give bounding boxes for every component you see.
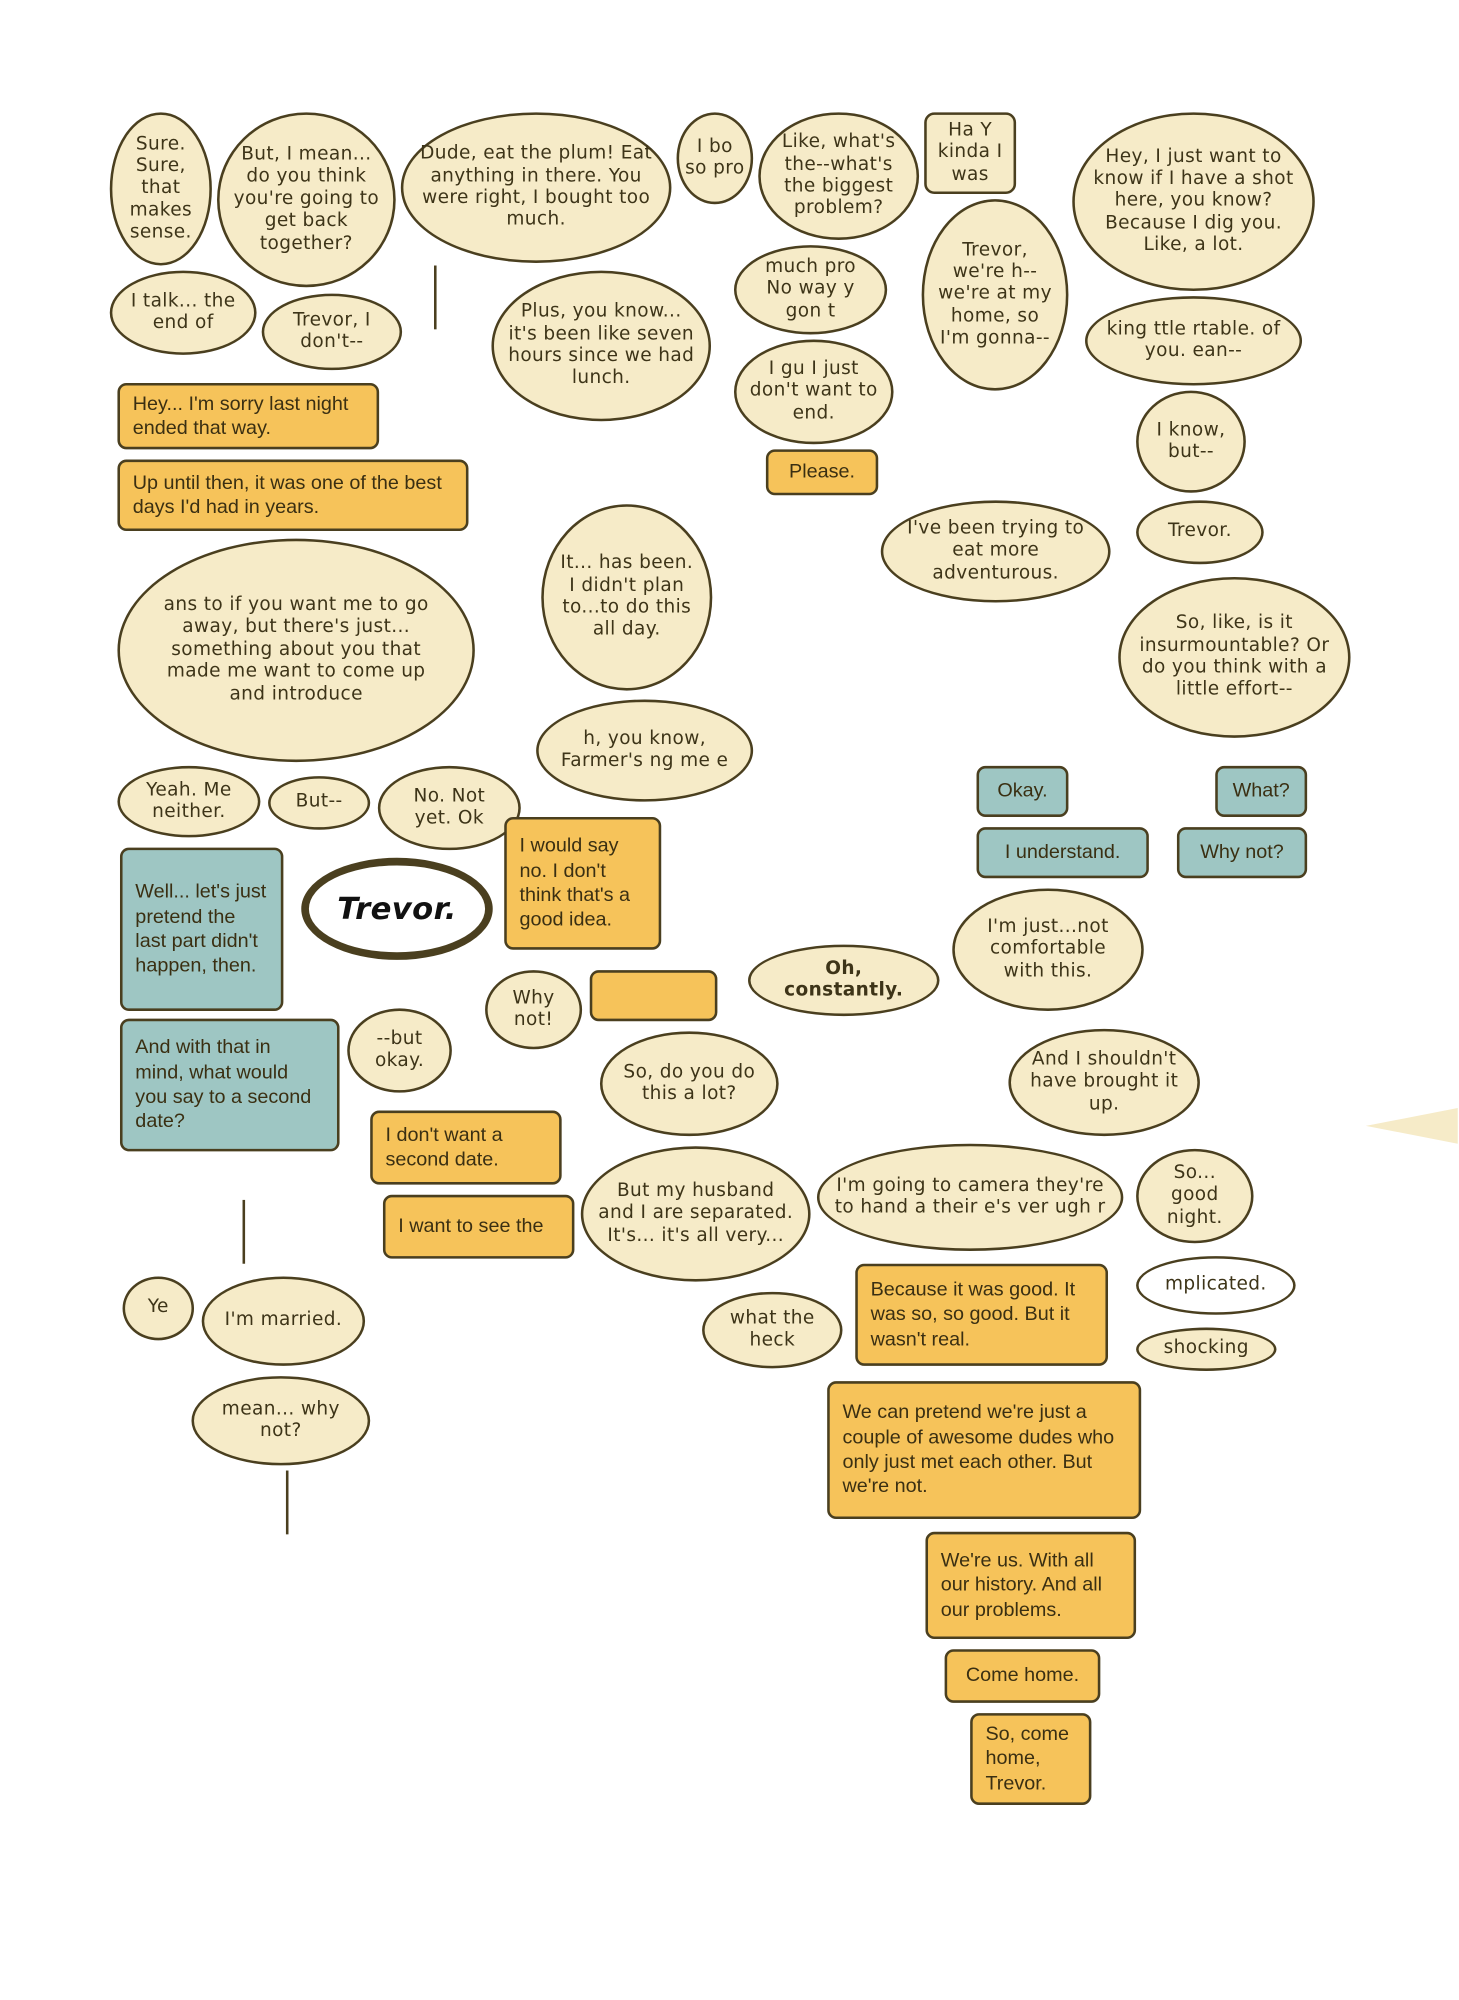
speech-bubble: Oh, constantly. bbox=[748, 944, 940, 1017]
speech-bubble: No. Not yet. Ok bbox=[377, 765, 521, 851]
speech-bubble: Hey, I just want to know if I have a sho… bbox=[1072, 112, 1315, 292]
speech-bubble: shocking bbox=[1136, 1327, 1277, 1371]
speech-bubble: mean... why not? bbox=[191, 1376, 371, 1466]
speech-bubble: And I shouldn't have brought it up. bbox=[1008, 1028, 1200, 1137]
speech-bubble: I've been trying to eat more adventurous… bbox=[880, 500, 1111, 603]
speech-bubble: But my husband and I are separated. It's… bbox=[580, 1146, 811, 1282]
speech-bubble-background: I'm going to camera they're to hand a th… bbox=[816, 1143, 1124, 1251]
speech-bubble: So, like, is it insurmountable? Or do yo… bbox=[1118, 576, 1351, 738]
caption-box-teal: Well... let's just pretend the last part… bbox=[119, 847, 284, 1011]
speech-bubble: --but okay. bbox=[347, 1008, 452, 1093]
speech-bubble: So, do you do this a lot? bbox=[599, 1031, 779, 1137]
caption-box-teal: Okay. bbox=[976, 765, 1069, 817]
speech-bubble: Dude, eat the plum! Eat anything in ther… bbox=[400, 112, 672, 263]
speech-bubble-background: much pro No way y gon t bbox=[733, 245, 888, 335]
caption-box: We're us. With all our history. And all … bbox=[925, 1531, 1137, 1640]
speech-bubble: Sure. Sure, that makes sense. bbox=[109, 112, 212, 266]
speech-bubble: I gu I just don't want to end. bbox=[733, 339, 894, 445]
speech-bubble: Yeah. Me neither. bbox=[117, 765, 261, 838]
caption-box: Come home. bbox=[944, 1649, 1101, 1703]
speech-bubble: So... good night. bbox=[1136, 1148, 1254, 1244]
speech-bubble: Trevor. bbox=[1136, 500, 1264, 565]
speech-bubble-background: king ttle rtable. of you. ean-- bbox=[1085, 296, 1303, 386]
speech-bubble: I know, but-- bbox=[1136, 390, 1246, 493]
caption-box: Please. bbox=[765, 449, 879, 496]
speech-bubble: Ye bbox=[122, 1276, 195, 1341]
speech-bubble: mplicated. bbox=[1136, 1256, 1296, 1315]
caption-box-teal: Why not? bbox=[1176, 827, 1308, 879]
caption-box-teal: And with that in mind, what would you sa… bbox=[119, 1018, 340, 1152]
speech-bubble: But, I mean... do you think you're going… bbox=[217, 112, 396, 288]
speech-bubble-background: I talk... the end of bbox=[109, 270, 257, 355]
speech-bubble: ans to if you want me to go away, but th… bbox=[117, 538, 475, 763]
caption-box: So, come home, Trevor. bbox=[970, 1713, 1092, 1805]
caption-box: Because it was good. It was so, so good.… bbox=[855, 1263, 1109, 1366]
speech-bubble: I'm married. bbox=[201, 1276, 366, 1366]
speech-bubble-background: h, you know, Farmer's ng me e bbox=[536, 699, 754, 802]
speech-bubble: Why not! bbox=[485, 970, 583, 1050]
speech-bubble-shout: Trevor. bbox=[301, 857, 493, 960]
speech-bubble: I'm just...not comfortable with this. bbox=[952, 888, 1144, 1011]
speech-bubble-background: Ha Y kinda I was bbox=[924, 112, 1017, 195]
caption-box: I want to see the bbox=[382, 1194, 575, 1259]
speech-bubble: Trevor, I don't-- bbox=[261, 293, 403, 371]
speech-tail-fragment bbox=[1365, 1108, 1458, 1144]
speech-bubble: Like, what's the--what's the biggest pro… bbox=[758, 112, 920, 240]
caption-box bbox=[589, 970, 718, 1022]
caption-box: I would say no. I don't think that's a g… bbox=[504, 816, 662, 950]
caption-box: Up until then, it was one of the best da… bbox=[117, 459, 469, 532]
speech-bubble: what the heck bbox=[702, 1291, 843, 1369]
caption-box: We can pretend we're just a couple of aw… bbox=[827, 1381, 1142, 1520]
speech-bubble: Trevor, we're h-- we're at my home, so I… bbox=[921, 199, 1069, 391]
caption-box: I don't want a second date. bbox=[370, 1110, 562, 1185]
speech-bubble: Plus, you know... it's been like seven h… bbox=[491, 270, 712, 422]
caption-box-teal: I understand. bbox=[976, 827, 1149, 879]
caption-box-teal: What? bbox=[1215, 765, 1308, 817]
speech-bubble-background: I bo so pro bbox=[676, 112, 754, 205]
speech-bubble: It... has been. I didn't plan to...to do… bbox=[541, 504, 713, 691]
speech-bubble: But-- bbox=[268, 776, 371, 830]
caption-box: Hey... I'm sorry last night ended that w… bbox=[117, 382, 380, 450]
